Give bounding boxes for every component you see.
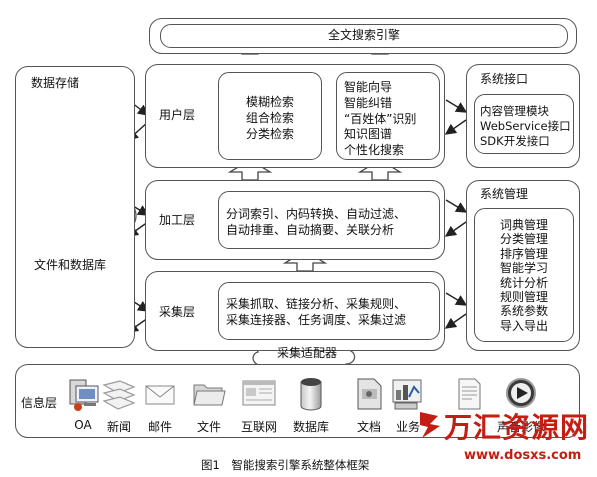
collection-content-box xyxy=(218,282,440,340)
news-icon xyxy=(102,380,136,410)
system-interface-list-box xyxy=(474,94,574,154)
source-business: 业务 xyxy=(381,375,435,435)
processing-content: 分词索引、内码转换、自动过滤、 自动排重、自动摘要、关联分析 xyxy=(226,207,406,239)
right-arrows xyxy=(444,99,468,329)
system-management-list-box xyxy=(474,208,574,342)
processing-layer-label: 加工层 xyxy=(159,213,196,227)
logo-mark-icon xyxy=(420,412,440,438)
feature-item: 个性化搜索 xyxy=(344,143,405,158)
system-interface-title: 系统接口 xyxy=(480,72,529,86)
search-types-list: 模糊检索 组合检索 分类检索 xyxy=(218,95,322,142)
system-management-title: 系统管理 xyxy=(480,187,529,201)
source-label: 文件 xyxy=(196,420,221,434)
source-database: 数据库 xyxy=(284,375,338,435)
source-media: 声音影像 xyxy=(494,375,548,435)
info-layer-label: 信息层 xyxy=(21,396,58,410)
system-management-list: 词典管理 分类管理 排序管理 智能学习 统计分析 规则管理 系统参数 导入导出 xyxy=(474,218,574,333)
adapter-label: 采集适配器 xyxy=(276,346,337,360)
source-label: 文档 xyxy=(356,420,381,434)
source-page xyxy=(442,375,496,418)
monitor-icon xyxy=(69,379,99,411)
source-label: 邮件 xyxy=(147,420,172,434)
user-layer-label: 用户层 xyxy=(159,108,196,122)
search-type-item: 组合检索 xyxy=(245,110,294,125)
management-item: 系统参数 xyxy=(499,304,548,319)
processing-line: 自动排重、自动摘要、关联分析 xyxy=(226,222,395,237)
source-label: 声音影像 xyxy=(496,420,545,434)
mail-icon xyxy=(145,385,175,405)
management-item: 分类管理 xyxy=(499,232,548,247)
source-label: 数据库 xyxy=(292,420,329,434)
feature-item: 智能向导 xyxy=(344,80,393,94)
features-box xyxy=(336,72,440,160)
figure-caption: 图1 智能搜索引擎系统整体框架 xyxy=(201,458,370,472)
media-play-icon xyxy=(506,378,536,408)
management-item: 词典管理 xyxy=(499,218,548,232)
source-internet: 互联网 xyxy=(232,375,286,435)
management-item: 统计分析 xyxy=(499,275,548,290)
feature-item: 智能纠错 xyxy=(344,95,393,110)
page-icon xyxy=(458,378,481,410)
system-interface-list: 内容管理模块 WebService接口 SDK开发接口 xyxy=(480,104,571,150)
collection-layer-label: 采集层 xyxy=(159,305,196,319)
processing-line: 分词索引、内码转换、自动过滤、 xyxy=(226,207,407,221)
management-item: 智能学习 xyxy=(499,261,548,276)
collection-content: 采集抓取、链接分析、采集规则、 采集连接器、任务调度、采集过滤 xyxy=(226,297,406,329)
source-files: 文件 xyxy=(182,375,236,435)
search-type-item: 分类检索 xyxy=(245,126,294,141)
search-type-item: 模糊检索 xyxy=(245,95,294,109)
source-docs: 文档 xyxy=(342,375,396,435)
watermark-brand: 万汇资源网 xyxy=(444,411,590,444)
interface-item: SDK开发接口 xyxy=(480,134,550,149)
collection-line: 采集抓取、链接分析、采集规则、 xyxy=(226,297,407,311)
interface-item: WebService接口 xyxy=(480,119,571,134)
feature-item: “百姓体”识别 xyxy=(344,111,417,126)
source-label: OA xyxy=(74,418,92,432)
management-item: 导入导出 xyxy=(499,318,548,333)
search-types-box xyxy=(218,72,322,160)
source-mail: 邮件 xyxy=(133,375,187,435)
watermark-logo: 万汇资源网 www.dosxs.com xyxy=(418,406,594,472)
source-label: 互联网 xyxy=(240,420,277,434)
webpage-icon xyxy=(242,380,276,406)
source-oa: OA xyxy=(56,375,110,432)
document-icon xyxy=(357,378,382,410)
source-label: 业务 xyxy=(395,420,420,434)
folder-icon xyxy=(193,384,226,406)
data-storage-box xyxy=(15,66,135,348)
management-item: 规则管理 xyxy=(499,289,548,304)
processing-content-box xyxy=(218,191,440,249)
database-label: 文件和数据库 xyxy=(34,258,107,272)
management-item: 排序管理 xyxy=(499,246,548,261)
source-label: 新闻 xyxy=(106,420,131,434)
feature-item: 知识图谱 xyxy=(344,127,393,142)
chart-icon xyxy=(392,379,422,410)
collection-line: 采集连接器、任务调度、采集过滤 xyxy=(226,312,407,327)
interface-item: 内容管理模块 xyxy=(480,104,549,118)
watermark-url: www.dosxs.com xyxy=(464,448,582,463)
source-news: 新闻 xyxy=(92,375,146,435)
fulltext-engine-inner xyxy=(160,24,568,48)
data-storage-title: 数据存储 xyxy=(31,76,80,90)
fulltext-engine-label: 全文搜索引擎 xyxy=(327,28,400,42)
features-list: 智能向导 智能纠错 “百姓体”识别 知识图谱 个性化搜索 xyxy=(344,80,416,159)
database-icon xyxy=(300,378,322,411)
